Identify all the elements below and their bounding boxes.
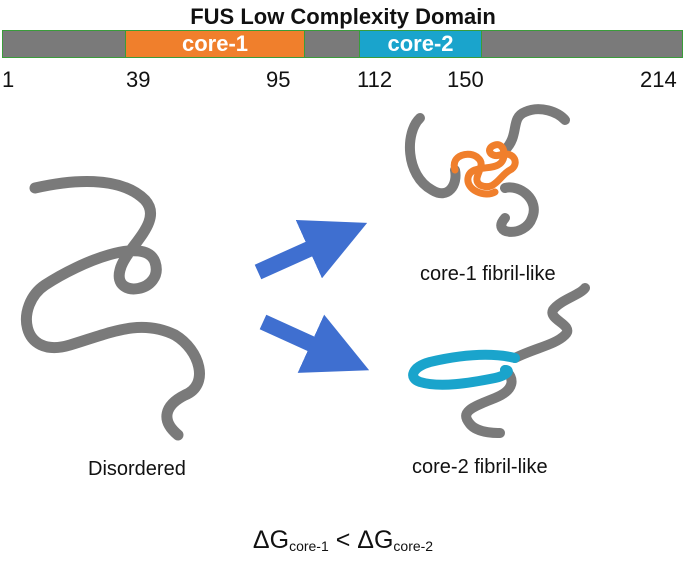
core1-fibril-segment bbox=[450, 141, 519, 198]
core1-fibril-label: core-1 fibril-like bbox=[420, 263, 556, 285]
core-2-segment: core-2 bbox=[359, 30, 482, 58]
core2-fibril-segment bbox=[408, 349, 520, 390]
delta-g-1: ΔG bbox=[252, 526, 290, 554]
core1-subscript: core-1 bbox=[289, 538, 329, 554]
delta-g-2: ΔG bbox=[357, 526, 394, 554]
tick-label-95: 95 bbox=[266, 67, 291, 92]
arrow-to-core1 bbox=[254, 219, 368, 280]
core1-state-chain bbox=[404, 104, 570, 237]
diagram-title: FUS Low Complexity Domain bbox=[190, 4, 496, 29]
disordered-chain bbox=[20, 176, 205, 441]
core2-fibril-label: core-2 fibril-like bbox=[412, 456, 548, 478]
disordered-label: Disordered bbox=[88, 458, 186, 480]
tick-label-112: 112 bbox=[357, 67, 393, 92]
domain-bar bbox=[2, 30, 683, 58]
free-energy-relation: ΔGcore-1 < ΔGcore-2 bbox=[0, 526, 686, 555]
tick-label-39: 39 bbox=[126, 67, 151, 92]
tick-label-150: 150 bbox=[447, 67, 484, 92]
tick-label-1: 1 bbox=[2, 67, 15, 92]
less-than: < bbox=[328, 526, 358, 554]
core2-state-chain bbox=[461, 283, 590, 439]
tick-label-214: 214 bbox=[640, 67, 677, 92]
core2-subscript: core-2 bbox=[393, 538, 434, 554]
core-1-segment: core-1 bbox=[125, 30, 305, 58]
arrow-to-core2 bbox=[259, 314, 370, 373]
